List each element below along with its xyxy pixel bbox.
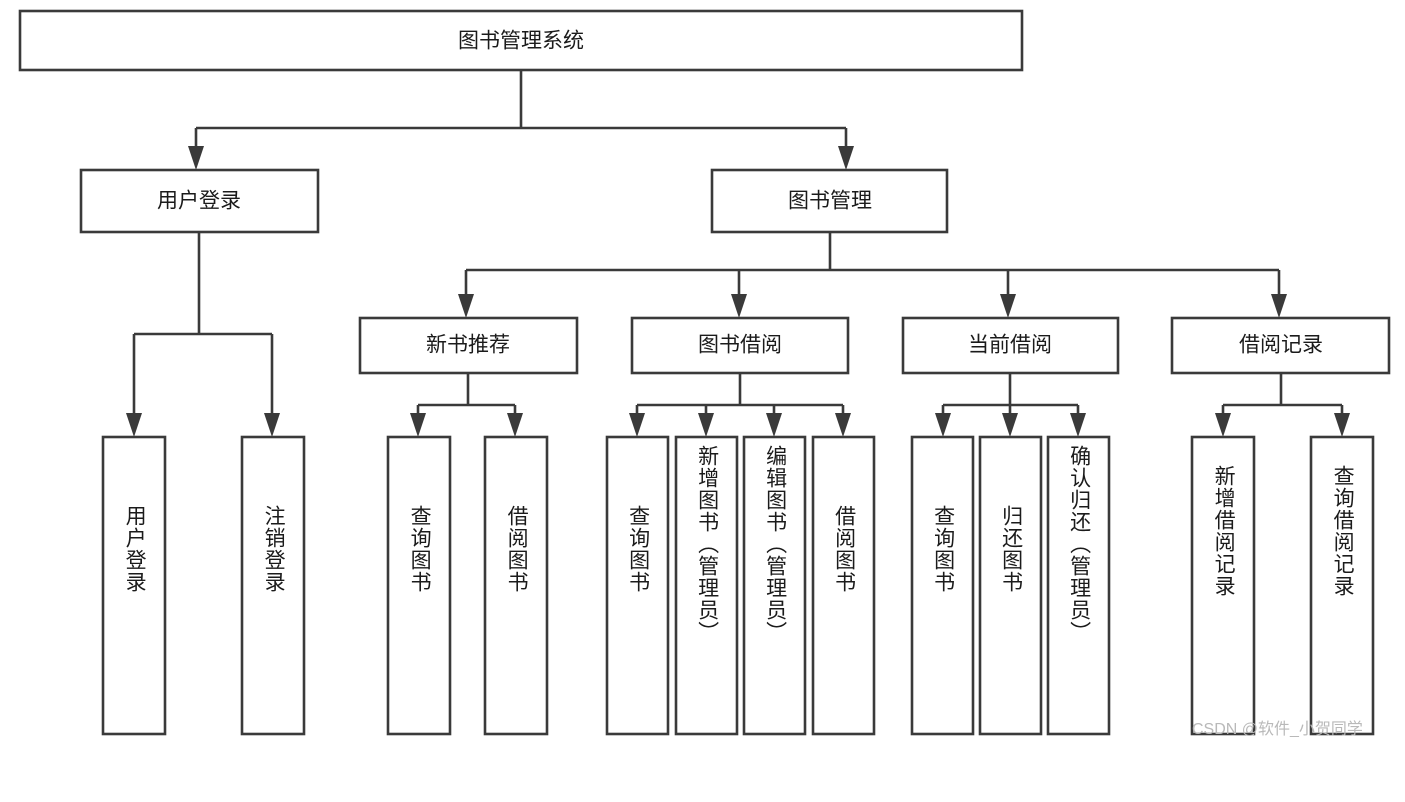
leaf-box[interactable] [483,435,549,736]
arrow-head-icon [731,294,747,318]
arrow-head-icon [1002,413,1018,437]
node-label: 图书借阅 [698,334,782,357]
arrow-head-icon [835,413,851,437]
diagram-canvas: 图书管理系统 用户登录 图书管理 新书推荐 图书借阅 当前借阅 借阅记录 [18,9,1391,738]
node-book-management-system[interactable]: 图书管理系统 [18,9,1024,72]
leaf-box[interactable] [811,435,876,736]
node-label: 借阅记录 [1239,334,1323,357]
arrow-head-icon [507,413,523,437]
arrow-head-icon [264,413,280,437]
arrow-head-icon [629,413,645,437]
leaf-box[interactable] [1190,435,1256,736]
leaf-box[interactable] [674,435,739,736]
leaf-box[interactable] [101,435,167,736]
leaf-box[interactable] [386,435,452,736]
node-label: 用户登录 [157,190,241,213]
connector-newbook-to-leaves [410,373,523,437]
leaf-box[interactable] [605,435,670,736]
node-user-login[interactable]: 用户登录 [79,168,320,234]
leaf-boxes-user-login [101,435,306,736]
arrow-head-icon [458,294,474,318]
leaf-boxes-book-borrow [605,435,876,736]
arrow-head-icon [1215,413,1231,437]
leaf-box[interactable] [742,435,807,736]
node-book-borrow[interactable]: 图书借阅 [630,316,850,375]
node-current-borrow[interactable]: 当前借阅 [901,316,1120,375]
node-new-book-recommend[interactable]: 新书推荐 [358,316,579,375]
arrow-head-icon [838,146,854,170]
node-label: 图书管理系统 [458,30,584,53]
flowchart-svg: 图书管理系统 用户登录 图书管理 新书推荐 图书借阅 当前借阅 借阅记录 [18,9,1391,736]
connector-bookmanage-to-level3 [458,232,1287,318]
connector-currentborrow-to-leaves [935,373,1086,437]
node-label: 图书管理 [788,190,872,213]
arrow-head-icon [935,413,951,437]
arrow-head-icon [1070,413,1086,437]
connector-root-to-level2 [188,70,854,170]
arrow-head-icon [766,413,782,437]
leaf-boxes-borrow-record [1190,435,1375,736]
leaf-boxes-new-book-recommend [386,435,549,736]
arrow-head-icon [1000,294,1016,318]
node-borrow-record[interactable]: 借阅记录 [1170,316,1391,375]
leaf-box[interactable] [978,435,1043,736]
node-label: 新书推荐 [426,334,510,357]
leaf-box[interactable] [240,435,306,736]
node-label: 当前借阅 [968,334,1052,357]
arrow-head-icon [126,413,142,437]
connector-bookborrow-to-leaves [629,373,851,437]
leaf-boxes-current-borrow [910,435,1111,736]
leaf-box[interactable] [910,435,975,736]
arrow-head-icon [698,413,714,437]
arrow-head-icon [410,413,426,437]
connector-borrowrecord-to-leaves [1215,373,1350,437]
arrow-head-icon [1271,294,1287,318]
connector-userlogin-to-leaves [126,232,280,437]
arrow-head-icon [1334,413,1350,437]
node-book-manage[interactable]: 图书管理 [710,168,949,234]
arrow-head-icon [188,146,204,170]
leaf-box[interactable] [1046,435,1111,736]
leaf-box[interactable] [1309,435,1375,736]
